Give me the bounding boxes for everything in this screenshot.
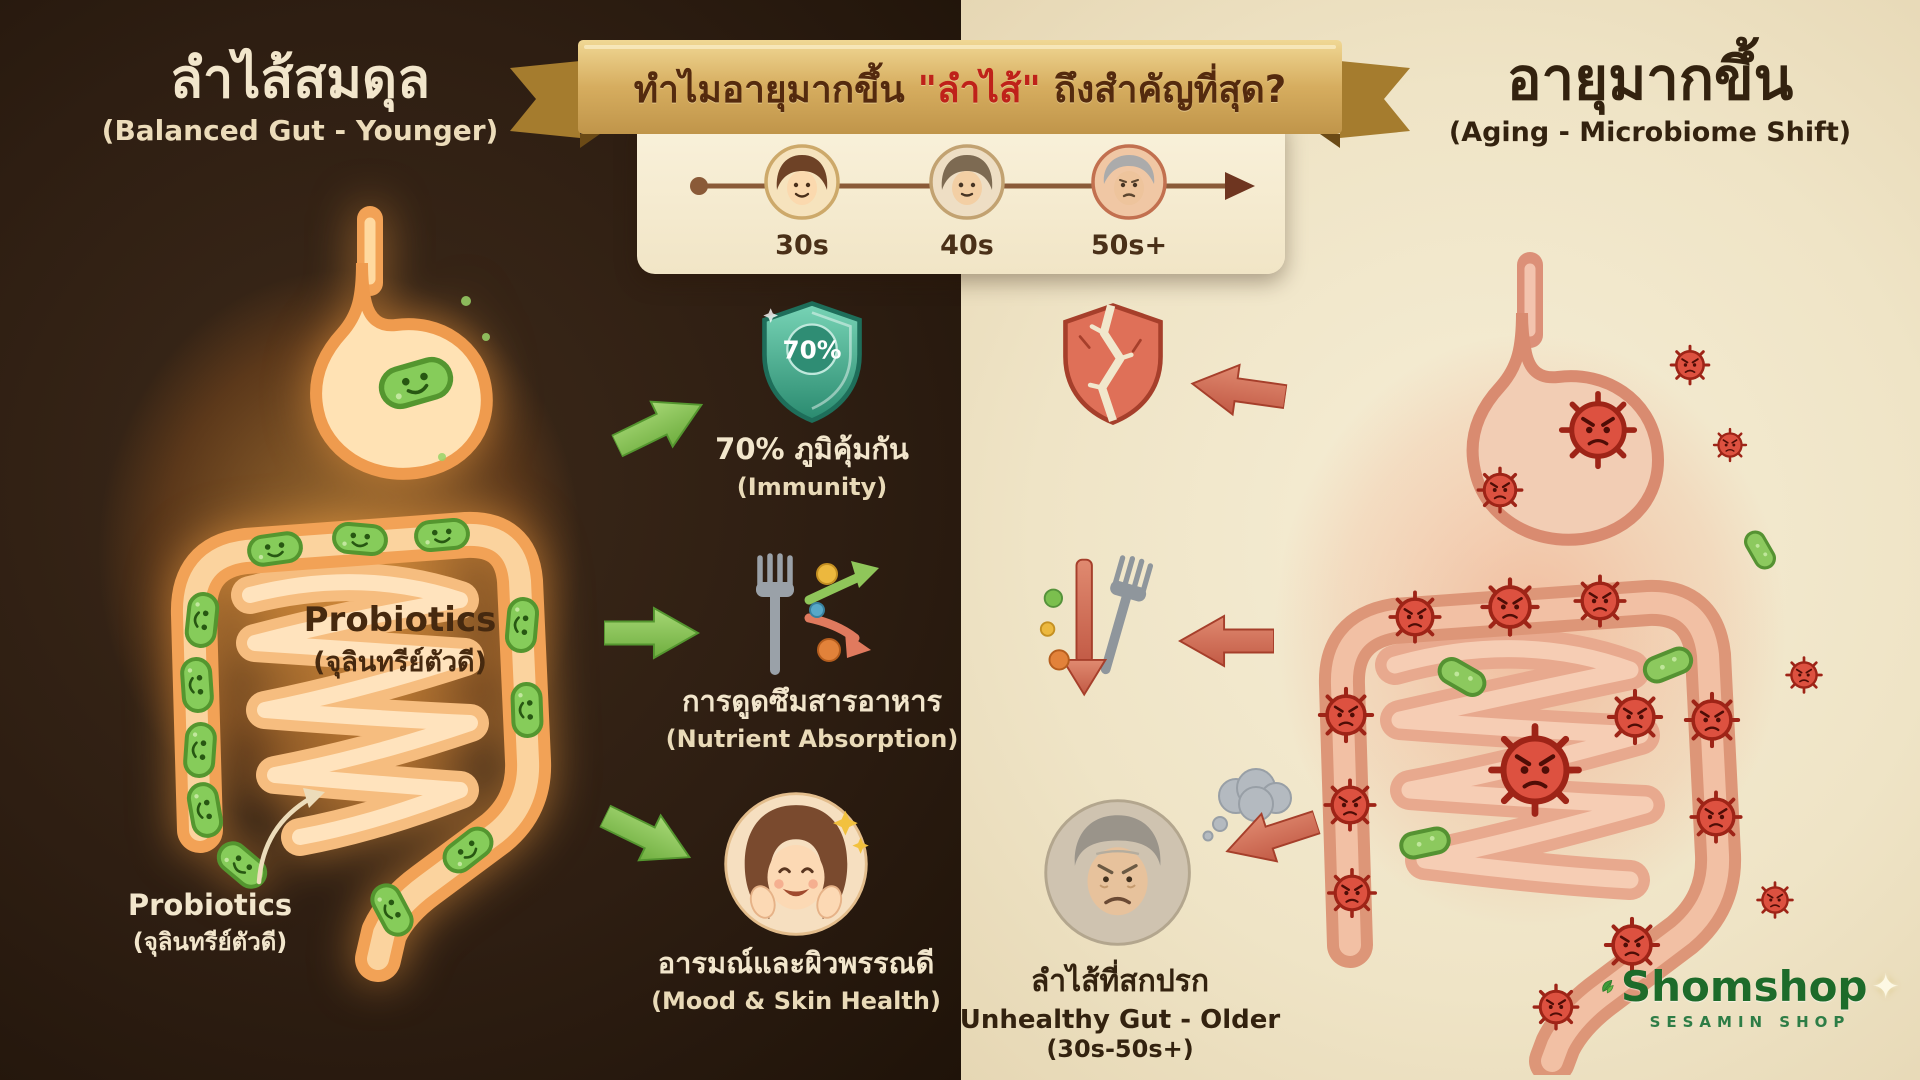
healthy-gut-illustration <box>70 206 630 985</box>
arrow-right-green-icon <box>604 606 700 660</box>
benefit-mood-skin: อารมณ์และผิวพรรณดี (Mood & Skin Health) <box>636 788 956 1015</box>
brand-tagline: SESAMIN SHOP <box>1649 1013 1851 1031</box>
fork-shape <box>1100 555 1154 675</box>
sparkle-icon: ✦ <box>1871 966 1901 1007</box>
right-title: อายุมากขึ้น <box>1506 45 1794 113</box>
banner-question: ทำไมอายุมากขึ้น "ลำไส้" ถึงสำคัญที่สุด? <box>588 44 1332 134</box>
fork-shape <box>756 553 794 675</box>
poor-absorption-fork-icon <box>1039 555 1154 697</box>
unhealthy-gut-caption-line3: (30s-50s+) <box>1046 1035 1194 1063</box>
probiotics-gut-label-line2: (จุลินทรีย์ตัวดี) <box>313 647 487 678</box>
sad-old-man-icon <box>1044 799 1191 946</box>
shield-70-icon: 70% <box>762 301 862 423</box>
sparkle-dots <box>438 296 490 461</box>
banner-question-suffix: ถึงสำคัญที่สุด? <box>1040 67 1287 111</box>
benefit-immunity-title: 70% ภูมิคุ้มกัน <box>715 432 909 466</box>
arrow-left-red-icon <box>1225 810 1322 863</box>
leaf-icon <box>1602 979 1614 993</box>
probiotics-caption: Probiotics (จุลินทรีย์ตัวดี) <box>80 888 340 961</box>
unhealthy-gut-caption-line2: Unhealthy Gut - Older <box>959 1005 1281 1035</box>
probiotics-caption-line2: (จุลินทรีย์ตัวดี) <box>132 928 288 956</box>
shield-badge-text: 70% <box>782 335 841 364</box>
stomach-shape <box>1466 312 1664 546</box>
unhealthy-gut-caption: ลำไส้ที่สกปรก Unhealthy Gut - Older (30s… <box>950 958 1290 1063</box>
timeline-label-30s: 30s <box>775 230 829 261</box>
arrow-right-green-icon <box>610 400 704 458</box>
probiotics-caption-line1: Probiotics <box>127 888 293 922</box>
left-title-block: ลำไส้สมดุล (Balanced Gut - Younger) <box>40 47 560 148</box>
brand-name: Shomshop <box>1620 962 1868 1011</box>
banner-question-prefix: ทำไมอายุมากขึ้น <box>633 67 918 111</box>
benefit-nutrient-absorption: การดูดซึมสารอาหาร (Nutrient Absorption) <box>652 552 972 753</box>
arrow-right-green-icon <box>598 804 692 862</box>
arrow-left-red-icon <box>1178 614 1274 668</box>
probiotics-pointer-arrow-icon <box>256 788 325 885</box>
avatar-50s-icon <box>1091 144 1167 220</box>
happy-woman-icon <box>724 792 869 936</box>
brand-logo-row: Shomshop ✦ <box>1600 962 1900 1011</box>
gloomy-thought-cloud-icon <box>1202 768 1292 842</box>
avatar-40s-icon <box>929 144 1005 220</box>
unhealthy-gut-illustration <box>1200 252 1823 1075</box>
timeline-label-50s: 50s+ <box>1090 230 1168 261</box>
unhealthy-gut-caption-line1: ลำไส้ที่สกปรก <box>1030 964 1210 999</box>
benefit-mood-title: อารมณ์และผิวพรรณดี <box>657 946 935 980</box>
header-banner: ทำไมอายุมากขึ้น "ลำไส้" ถึงสำคัญที่สุด? <box>510 34 1410 152</box>
broken-shield-icon <box>1063 303 1163 425</box>
timeline-labels: 30s 40s 50s+ <box>637 230 1285 270</box>
age-timeline-card: 30s 40s 50s+ <box>637 112 1285 274</box>
age-timeline-graphic <box>690 144 1255 220</box>
timeline-arrowhead <box>1225 172 1255 200</box>
benefit-nutrient-title: การดูดซึมสารอาหาร <box>681 684 943 718</box>
left-title: ลำไส้สมดุล <box>169 47 431 110</box>
probiotics-gut-label-line1: Probiotics <box>303 600 497 640</box>
probiotics-gut-label: Probiotics (จุลินทรีย์ตัวดี) <box>250 600 550 683</box>
fork-nutrients-icon <box>756 553 879 675</box>
banner-question-highlight: "ลำไส้" <box>917 67 1041 111</box>
benefit-immunity-subtitle: (Immunity) <box>736 472 888 501</box>
benefit-mood-subtitle: (Mood & Skin Health) <box>651 986 941 1015</box>
timeline-label-40s: 40s <box>940 230 994 261</box>
benefit-nutrient-subtitle: (Nutrient Absorption) <box>665 724 959 753</box>
brand-logo: Shomshop ✦ SESAMIN SHOP <box>1600 962 1900 1031</box>
benefit-immunity: 70% 70% ภูมิคุ้มกัน (Immunity) <box>652 298 972 501</box>
right-subtitle: (Aging - Microbiome Shift) <box>1448 116 1852 148</box>
arrow-left-red-icon <box>1190 363 1289 417</box>
left-subtitle: (Balanced Gut - Younger) <box>101 114 499 148</box>
avatar-30s-icon <box>764 144 840 220</box>
right-title-block: อายุมากขึ้น (Aging - Microbiome Shift) <box>1390 46 1910 148</box>
banner-ribbon-shape <box>510 40 1410 148</box>
